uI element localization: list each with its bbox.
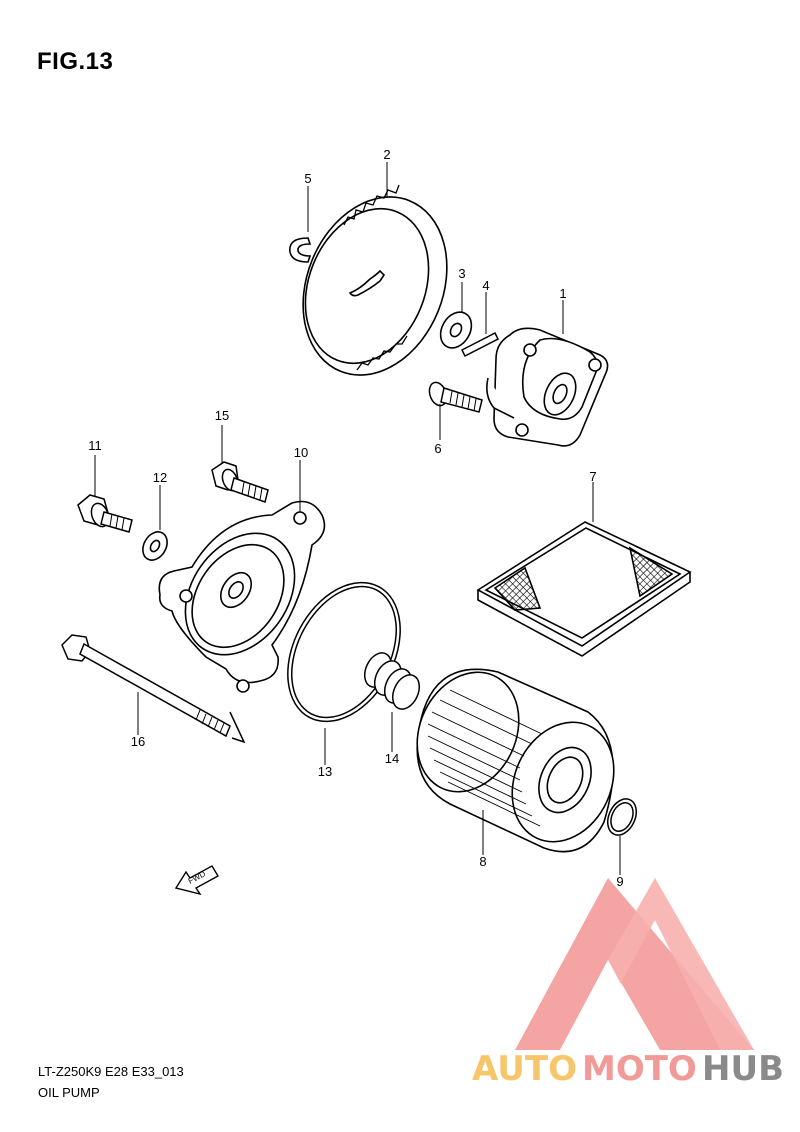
part-small-o-ring xyxy=(606,798,638,836)
callout-7: 7 xyxy=(589,469,596,484)
part-washer-3 xyxy=(439,311,473,349)
callout-8: 8 xyxy=(479,854,486,869)
footer-drawing-code: LT-Z250K9 E28 E33_013 xyxy=(38,1064,184,1079)
watermark-moto: MOTO xyxy=(582,1049,697,1089)
part-cover xyxy=(158,500,326,693)
callout-4: 4 xyxy=(482,278,489,293)
callout-15: 15 xyxy=(215,408,229,423)
part-spring xyxy=(363,652,421,710)
callout-11: 11 xyxy=(88,438,102,453)
part-clip xyxy=(289,237,312,263)
part-strainer xyxy=(476,521,692,657)
callout-16: 16 xyxy=(131,734,145,749)
callout-1: 1 xyxy=(559,286,566,301)
watermark-brand: AUTO MOTO HUB xyxy=(472,1049,784,1089)
watermark-logo xyxy=(515,878,754,1050)
part-bolt-16 xyxy=(61,634,246,744)
part-pin xyxy=(460,331,500,358)
part-oil-filter xyxy=(416,668,615,853)
callout-2: 2 xyxy=(383,147,390,162)
watermark-hub: HUB xyxy=(702,1049,784,1089)
callout-6: 6 xyxy=(434,441,441,456)
callout-3: 3 xyxy=(458,266,465,281)
figure-title: FIG.13 xyxy=(37,48,114,75)
callout-10: 10 xyxy=(294,445,308,460)
callout-5: 5 xyxy=(304,171,311,186)
fwd-arrow-icon: FWD xyxy=(174,865,219,896)
part-bolt-15 xyxy=(211,461,269,503)
callout-12: 12 xyxy=(153,470,167,485)
part-bolt-6 xyxy=(428,381,483,413)
callout-14: 14 xyxy=(385,751,399,766)
callout-numbers: 1 2 3 4 5 6 7 8 9 10 11 12 13 14 15 16 xyxy=(88,147,623,889)
callout-9: 9 xyxy=(616,874,623,889)
part-gear xyxy=(302,184,448,376)
watermark-auto: AUTO xyxy=(472,1049,577,1089)
leader-lines xyxy=(94,162,621,875)
part-oil-pump xyxy=(486,327,609,447)
callout-13: 13 xyxy=(318,764,332,779)
part-bolt-11 xyxy=(77,494,133,533)
footer-assembly-name: OIL PUMP xyxy=(38,1085,100,1100)
part-washer-12 xyxy=(142,531,168,561)
